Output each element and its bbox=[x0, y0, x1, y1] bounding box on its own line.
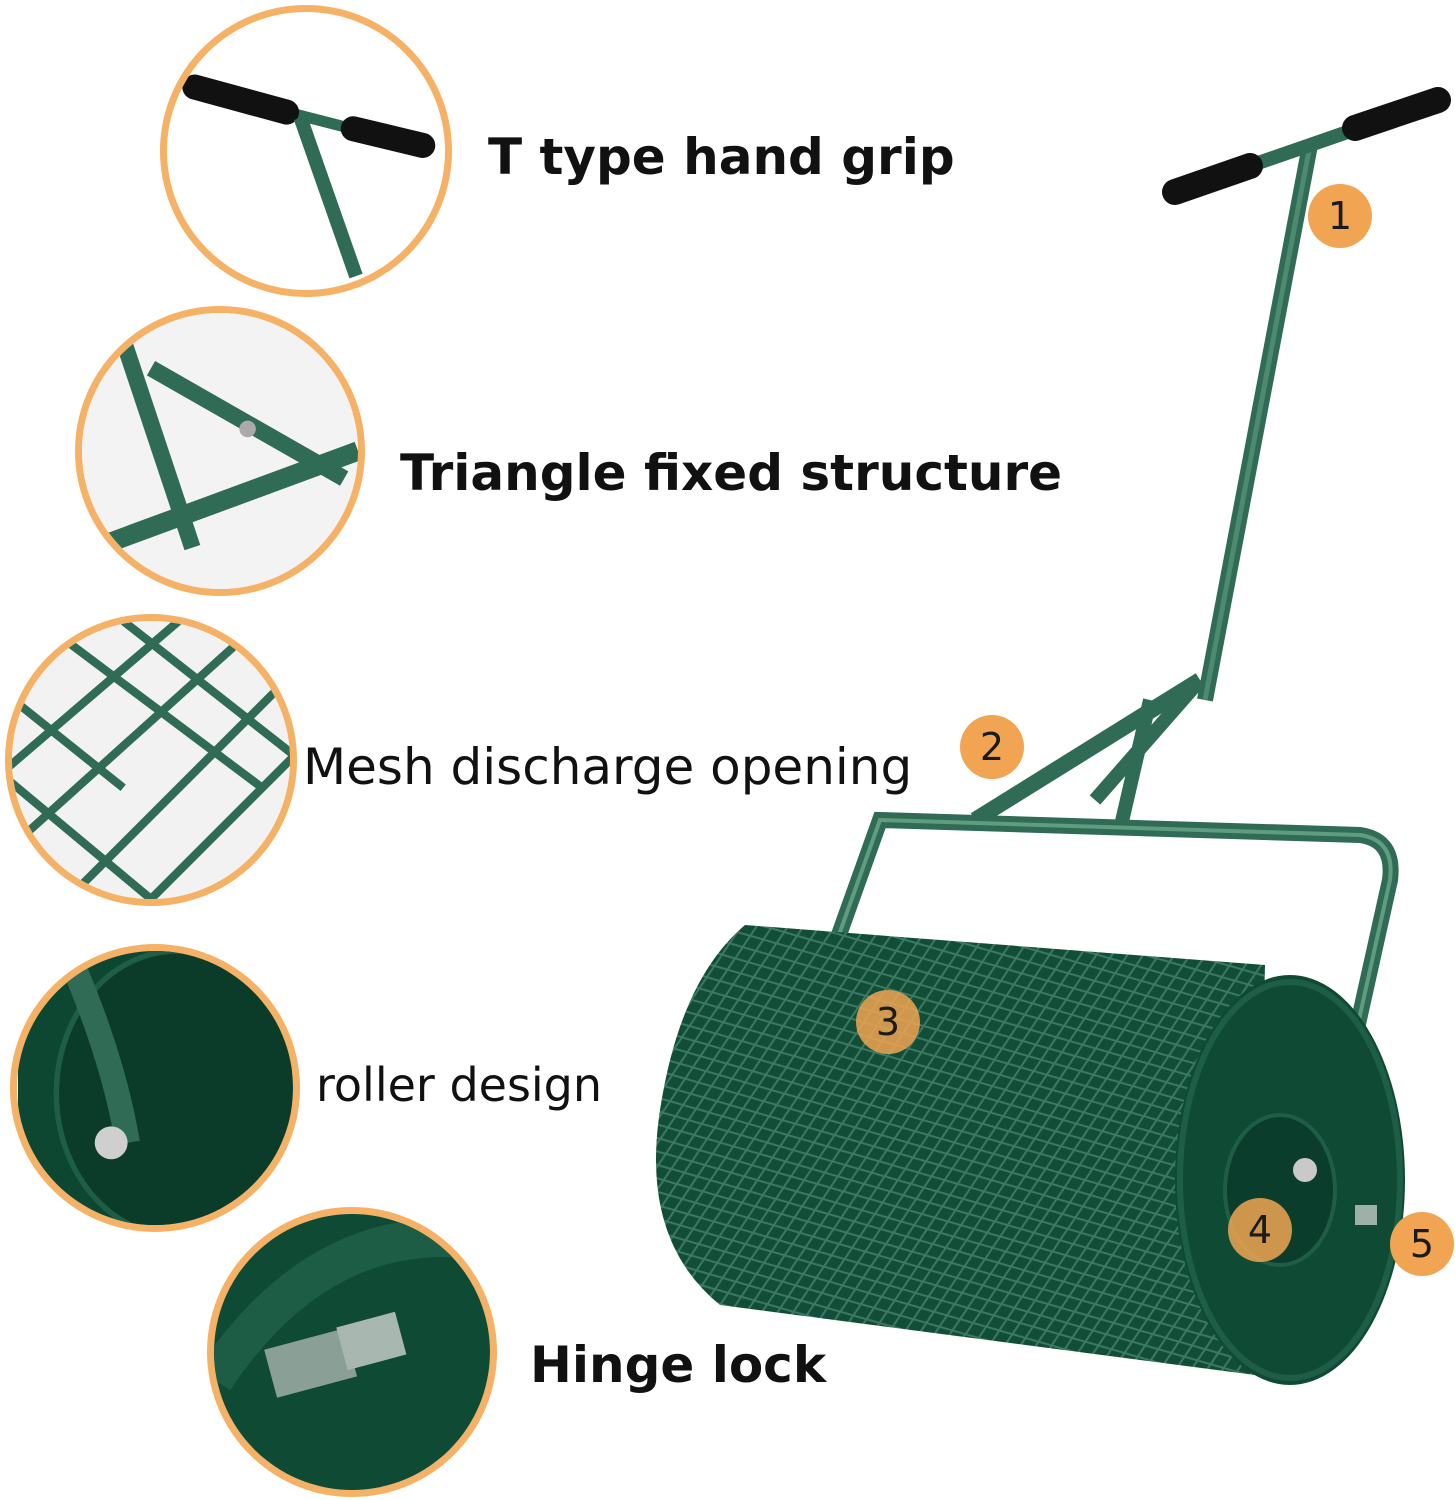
triangle-detail-image bbox=[75, 306, 365, 596]
hinge-detail-image bbox=[207, 1207, 497, 1497]
t-grip-detail-image bbox=[160, 5, 452, 297]
marker-3: 3 bbox=[856, 990, 920, 1054]
marker-2: 2 bbox=[960, 715, 1024, 779]
marker-5: 5 bbox=[1390, 1212, 1454, 1276]
mesh-detail-image bbox=[5, 614, 297, 906]
mesh-label: Mesh discharge opening bbox=[303, 738, 913, 796]
marker-1: 1 bbox=[1308, 184, 1372, 248]
hinge-label: Hinge lock bbox=[530, 1336, 827, 1394]
t-grip-label: T type hand grip bbox=[488, 128, 955, 186]
roller-label: roller design bbox=[316, 1058, 603, 1112]
marker-4: 4 bbox=[1228, 1198, 1292, 1262]
roller-detail-image bbox=[10, 944, 300, 1232]
triangle-label: Triangle fixed structure bbox=[400, 444, 1063, 502]
